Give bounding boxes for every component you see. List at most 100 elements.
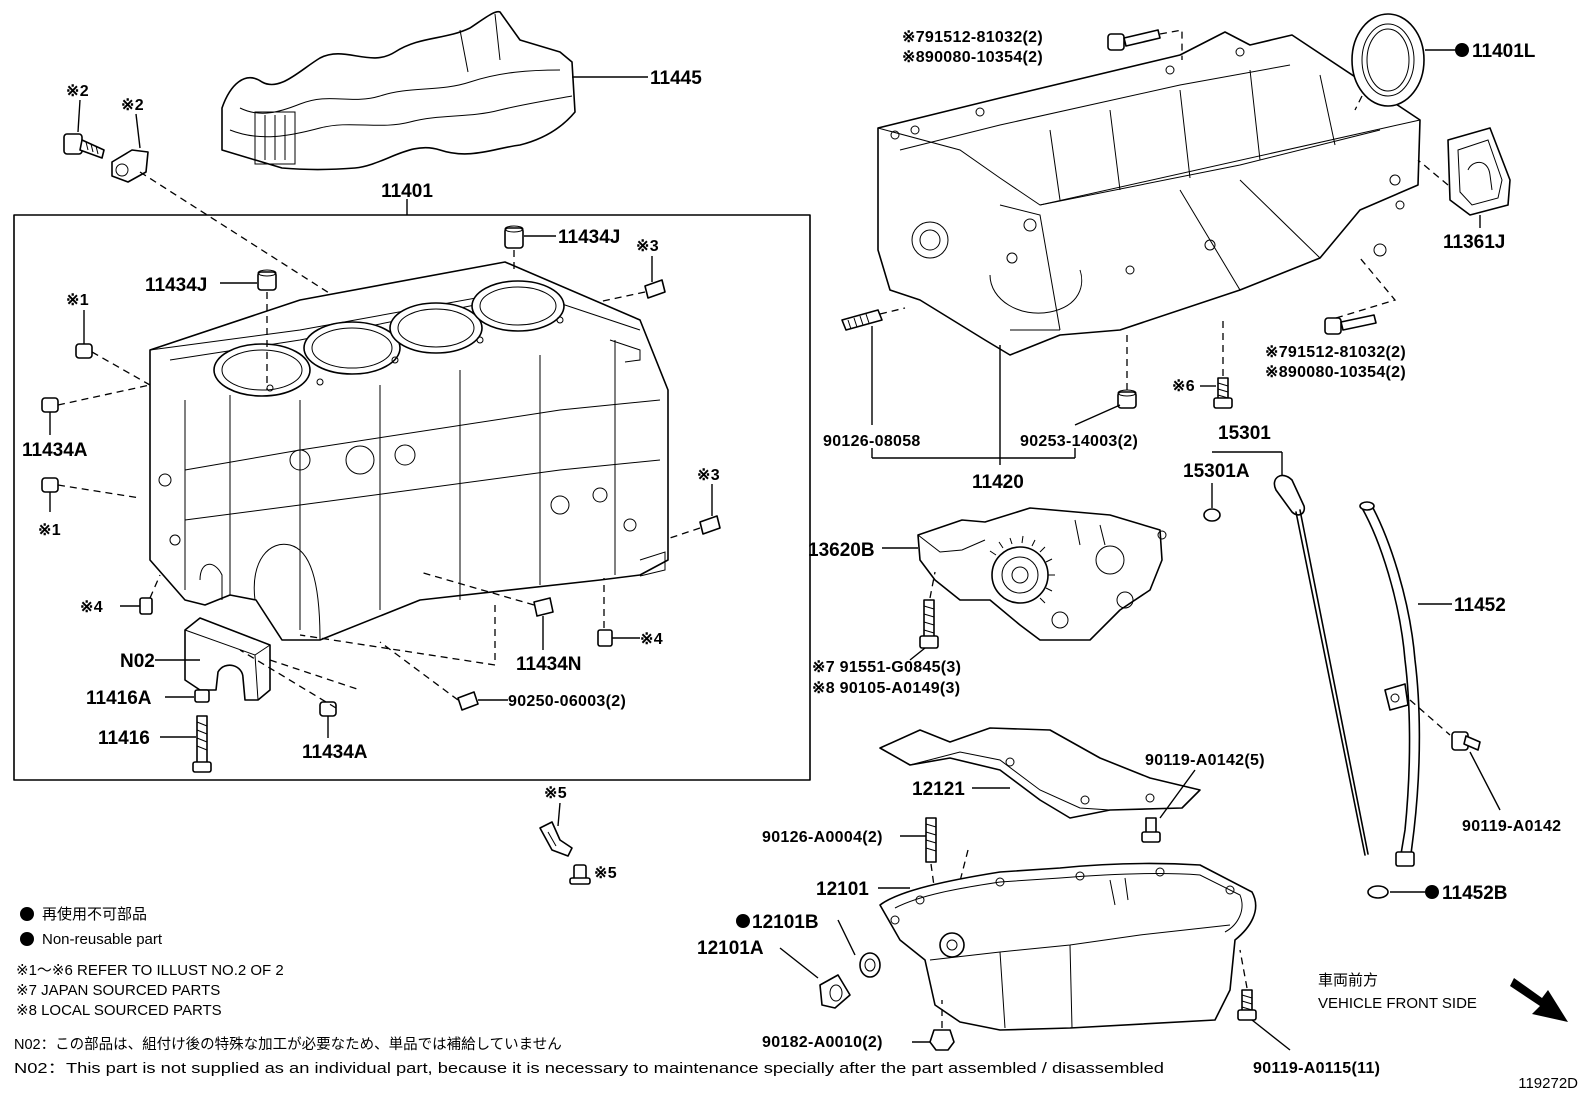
label-crankcase-bolt-side-7[interactable]: ※791512-81032(2) (1265, 344, 1406, 361)
label-90126-A0004[interactable]: 90126-A0004(2) (762, 829, 883, 846)
mark-5-bottom: ※5 (594, 865, 617, 882)
part-cylinder-block[interactable] (149, 261, 669, 641)
label-11401L[interactable]: 11401L (1472, 41, 1536, 62)
mark-2-bracket: ※2 (121, 97, 144, 114)
label-crankcase-bolt-side-8[interactable]: ※890080-10354(2) (1265, 364, 1406, 381)
label-90119-A0142-5[interactable]: 90119-A0142(5) (1145, 752, 1265, 769)
label-11452[interactable]: 11452 (1454, 595, 1506, 616)
label-90182-A0010[interactable]: 90182-A0010(2) (762, 1034, 883, 1051)
label-11401[interactable]: 11401 (381, 181, 433, 202)
part-90119-A0115-bolt[interactable] (1237, 989, 1257, 1021)
part-11416A-washer[interactable] (194, 689, 210, 703)
label-90105-A0149[interactable]: ※8 90105-A0149(3) (812, 680, 960, 697)
label-13620B[interactable]: 13620B (808, 540, 875, 561)
label-N02[interactable]: N02 (120, 651, 155, 672)
part-mark4-right[interactable] (597, 629, 613, 647)
label-12101[interactable]: 12101 (816, 879, 869, 900)
label-11434J-top[interactable]: 11434J (558, 227, 620, 248)
part-12101-oil-pan[interactable] (879, 862, 1257, 1031)
label-11420[interactable]: 11420 (972, 472, 1024, 493)
label-90119-A0115[interactable]: 90119-A0115(11) (1253, 1060, 1380, 1077)
part-12121-baffle[interactable] (879, 727, 1201, 819)
mark-1-upper: ※1 (66, 292, 89, 309)
part-mark6-bolt[interactable] (1213, 377, 1233, 409)
part-11434N[interactable] (533, 597, 554, 617)
legend-n02-jp: N02：この部品は、組付け後の特殊な加工が必要なため、単品では補給していません (14, 1036, 562, 1053)
part-mark2-bolt[interactable] (63, 133, 105, 159)
part-90250-06003[interactable] (457, 691, 479, 711)
part-crankcase-bolt-side[interactable] (1324, 314, 1377, 335)
dot-12101B (736, 914, 750, 928)
part-11434J-top[interactable] (504, 225, 524, 249)
part-11416-bolt[interactable] (192, 715, 212, 773)
label-12101B[interactable]: 12101B (752, 912, 819, 933)
legend-note-2: ※7 JAPAN SOURCED PARTS (16, 982, 220, 999)
part-11452-dipstick-guide[interactable] (1359, 501, 1421, 867)
part-90126-A0004-stud[interactable] (925, 817, 937, 863)
figure-id: 119272D (1518, 1075, 1578, 1092)
legend-nonreusable-en: Non-reusable part (42, 931, 163, 948)
part-11420-lower-crankcase[interactable] (877, 31, 1421, 356)
part-12101B-gasket[interactable] (859, 952, 881, 978)
mark-2-bolt: ※2 (66, 83, 89, 100)
label-91551-G0845[interactable]: ※7 91551-G0845(3) (812, 659, 961, 676)
part-crankcase-bolt-top[interactable] (1107, 29, 1161, 51)
part-mark4-left[interactable] (139, 597, 153, 615)
label-crankcase-bolt-top-7[interactable]: ※791512-81032(2) (902, 29, 1043, 46)
part-mark5-bolt[interactable] (569, 864, 591, 885)
part-11434A-left-dowel[interactable] (41, 397, 59, 413)
part-11434J-left[interactable] (257, 269, 277, 291)
part-90253-14003-pin[interactable] (1117, 389, 1137, 409)
label-11452B[interactable]: 11452B (1442, 883, 1508, 904)
label-90119-A0142[interactable]: 90119-A0142 (1462, 818, 1561, 835)
label-11416A[interactable]: 11416A (86, 688, 152, 709)
legend-note-3: ※8 LOCAL SOURCED PARTS (16, 1002, 222, 1019)
part-11445-insulator[interactable] (221, 10, 576, 171)
part-N02-bearing-cap[interactable] (184, 617, 271, 701)
part-mark3-lower[interactable] (699, 515, 721, 535)
label-crankcase-bolt-top-8[interactable]: ※890080-10354(2) (902, 49, 1043, 66)
part-mark1-lower[interactable] (41, 477, 59, 493)
part-mark2-bracket[interactable] (111, 149, 149, 183)
mark-6: ※6 (1172, 378, 1195, 395)
label-11434A-lower[interactable]: 11434A (302, 742, 368, 763)
label-15301A[interactable]: 15301A (1183, 461, 1250, 482)
label-90253-14003[interactable]: 90253-14003(2) (1020, 433, 1138, 450)
part-15301-dipstick[interactable] (1273, 474, 1369, 856)
part-mark1-upper[interactable] (75, 343, 93, 359)
legend-note-1: ※1～※6 REFER TO ILLUST NO.2 OF 2 (16, 962, 284, 979)
part-90126-08058-stud[interactable] (841, 309, 883, 331)
mark-4-left: ※4 (80, 599, 103, 616)
part-11401L-oil-seal[interactable] (1351, 13, 1425, 107)
dot-11401L (1455, 43, 1469, 57)
label-11416[interactable]: 11416 (98, 728, 150, 749)
label-11434N[interactable]: 11434N (516, 654, 582, 675)
label-15301[interactable]: 15301 (1218, 423, 1271, 444)
part-12101A-drain-plug[interactable] (819, 974, 851, 1009)
label-12121[interactable]: 12121 (912, 779, 965, 800)
label-12101A[interactable]: 12101A (697, 938, 764, 959)
part-90119-A0142-5-bolt[interactable] (1141, 817, 1161, 843)
part-mark5-bracket[interactable] (539, 821, 573, 857)
cylinder-block-group-frame (13, 214, 811, 781)
part-11452B-o-ring[interactable] (1367, 885, 1389, 899)
label-11434J-left[interactable]: 11434J (145, 275, 207, 296)
part-90182-A0010[interactable] (929, 1029, 955, 1051)
part-11434A-lower[interactable] (319, 701, 337, 717)
label-90250-06003[interactable]: 90250-06003(2) (508, 693, 626, 710)
part-90119-A0142-bolt[interactable] (1451, 731, 1481, 751)
label-11445[interactable]: 11445 (650, 68, 702, 89)
dot-11452B (1425, 885, 1439, 899)
legend-n02-en: N02：This part is not supplied as an indi… (14, 1061, 1164, 1077)
part-11361J-cover[interactable] (1447, 127, 1511, 216)
legend-dot-jp (20, 907, 34, 921)
label-11434A-left[interactable]: 11434A (22, 440, 88, 461)
part-13620B-oil-pump[interactable] (917, 507, 1167, 641)
label-11361J[interactable]: 11361J (1443, 232, 1505, 253)
label-90126-08058[interactable]: 90126-08058 (823, 433, 921, 450)
part-15301A-o-ring[interactable] (1203, 508, 1221, 522)
part-oil-pump-bolt[interactable] (919, 599, 939, 649)
mark-3-upper: ※3 (636, 238, 659, 255)
part-mark3-upper[interactable] (644, 279, 666, 299)
